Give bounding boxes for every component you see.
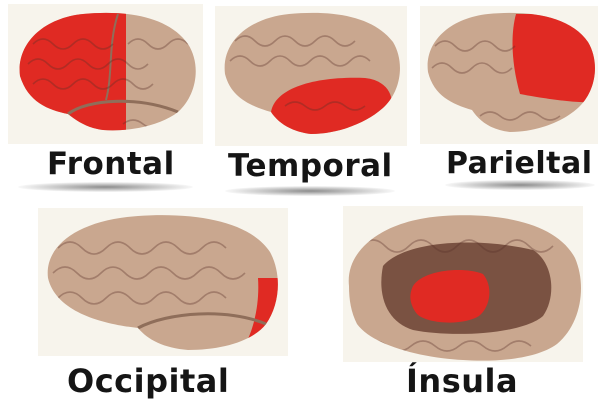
temporal-brain-illustration — [215, 6, 407, 146]
occipital-panel — [38, 208, 288, 356]
temporal-label-shadow — [225, 186, 395, 196]
insula-panel — [343, 206, 583, 362]
frontal-label: Frontal — [47, 146, 175, 182]
occipital-brain-illustration — [38, 208, 288, 356]
parietal-label: Parieltal — [446, 146, 593, 181]
temporal-label: Temporal — [228, 148, 393, 184]
parietal-label-shadow — [445, 180, 595, 190]
parietal-panel — [420, 6, 598, 144]
frontal-label-shadow — [18, 182, 193, 192]
insula-label: Ínsula — [406, 362, 518, 400]
occipital-label: Occipital — [67, 362, 229, 400]
insula-brain-illustration — [343, 206, 583, 362]
parietal-brain-illustration — [420, 6, 598, 144]
frontal-panel — [8, 4, 203, 144]
temporal-panel — [215, 6, 407, 146]
frontal-brain-illustration — [8, 4, 203, 144]
